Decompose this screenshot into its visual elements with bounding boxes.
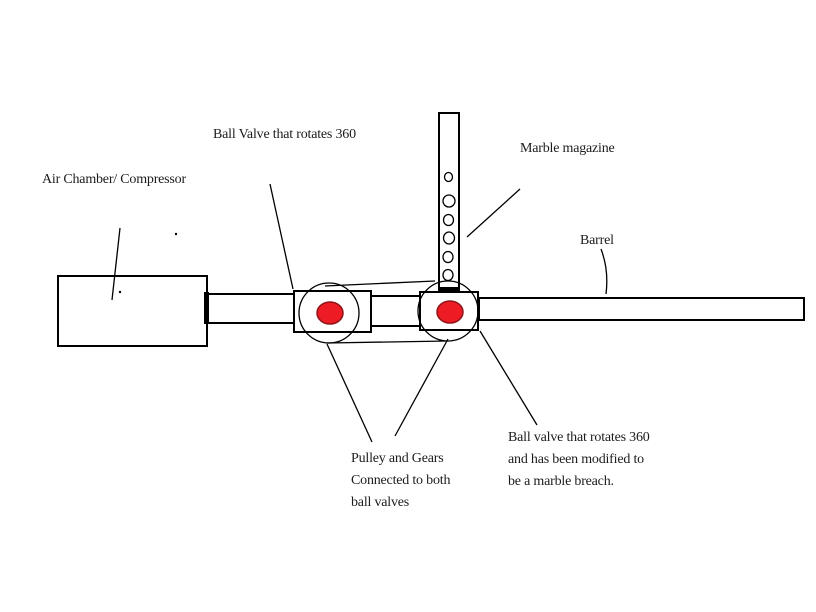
label-air-chamber: Air Chamber/ Compressor xyxy=(42,172,186,187)
barrel-tube xyxy=(477,297,805,321)
ball-valve-top-leader-line xyxy=(269,183,294,290)
marble-5 xyxy=(442,250,454,264)
label-pulley-gears: Pulley and Gears Connected to both ball … xyxy=(351,448,450,514)
magazine-gate-bar xyxy=(438,287,460,291)
label-breach-valve-line1: Ball valve that rotates 360 xyxy=(508,430,650,445)
label-pulley-gears-line3: ball valves xyxy=(351,495,410,510)
label-breach-valve-line3: be a marble breach. xyxy=(508,474,614,489)
label-breach-valve-line2: and has been modified to xyxy=(508,452,644,467)
valve2-pulley-circle xyxy=(417,280,479,342)
label-barrel: Barrel xyxy=(580,233,614,248)
pulley-leader-line-right xyxy=(394,338,449,437)
label-ball-valve-top: Ball Valve that rotates 360 xyxy=(213,127,356,142)
breach-leader-line xyxy=(479,330,538,426)
stray-dot-2 xyxy=(118,290,122,294)
label-pulley-gears-line2: Connected to both xyxy=(351,473,451,488)
valve2-red-core xyxy=(436,300,464,324)
marble-2 xyxy=(442,194,456,208)
air-chamber-leader-line xyxy=(111,227,121,301)
pulley-leader-line-left xyxy=(326,343,373,443)
label-pulley-gears-line1: Pulley and Gears xyxy=(351,451,444,466)
marble-4 xyxy=(442,231,456,245)
marble-1 xyxy=(443,171,454,183)
marble-3 xyxy=(442,213,455,227)
label-marble-magazine: Marble magazine xyxy=(520,141,615,156)
label-breach-valve: Ball valve that rotates 360 and has been… xyxy=(508,427,650,493)
marble-6 xyxy=(442,268,454,282)
valve1-housing-box xyxy=(293,290,372,333)
belt-top-line xyxy=(324,280,436,287)
air-chamber-box xyxy=(57,275,208,347)
belt-bottom-line xyxy=(326,340,448,344)
valve1-pulley-circle xyxy=(298,282,360,344)
magazine-leader-line xyxy=(466,188,521,238)
stray-dot-1 xyxy=(174,232,178,236)
chamber-pipe-joint xyxy=(204,292,209,324)
valve1-red-core xyxy=(316,301,344,325)
barrel-leader-line xyxy=(600,248,608,295)
